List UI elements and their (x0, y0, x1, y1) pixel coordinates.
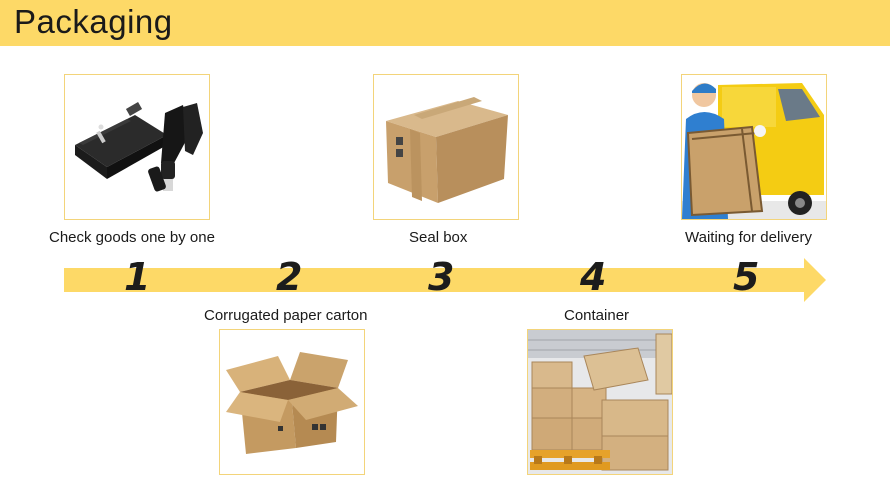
caption-step-5: Waiting for delivery (685, 229, 812, 246)
photo-corrugated-carton (219, 329, 365, 475)
photo-container (527, 329, 673, 475)
step-number-5: 5 (733, 255, 760, 299)
photo-waiting-delivery (681, 74, 827, 220)
step-number-3: 3 (428, 255, 455, 299)
caption-step-3: Seal box (409, 229, 468, 246)
step-number-1: 1 (124, 255, 151, 299)
step-number-4: 4 (580, 255, 607, 299)
caption-step-1: Check goods one by one (49, 229, 215, 246)
photo-check-goods (64, 74, 210, 220)
caption-step-4: Container (564, 307, 630, 324)
step-number-2: 2 (276, 255, 303, 299)
caption-step-2: Corrugated paper carton (204, 307, 368, 324)
page-title: Packaging (14, 3, 173, 40)
photo-seal-box (373, 74, 519, 220)
header-bar: Packaging (0, 0, 890, 46)
process-arrow (64, 258, 826, 302)
